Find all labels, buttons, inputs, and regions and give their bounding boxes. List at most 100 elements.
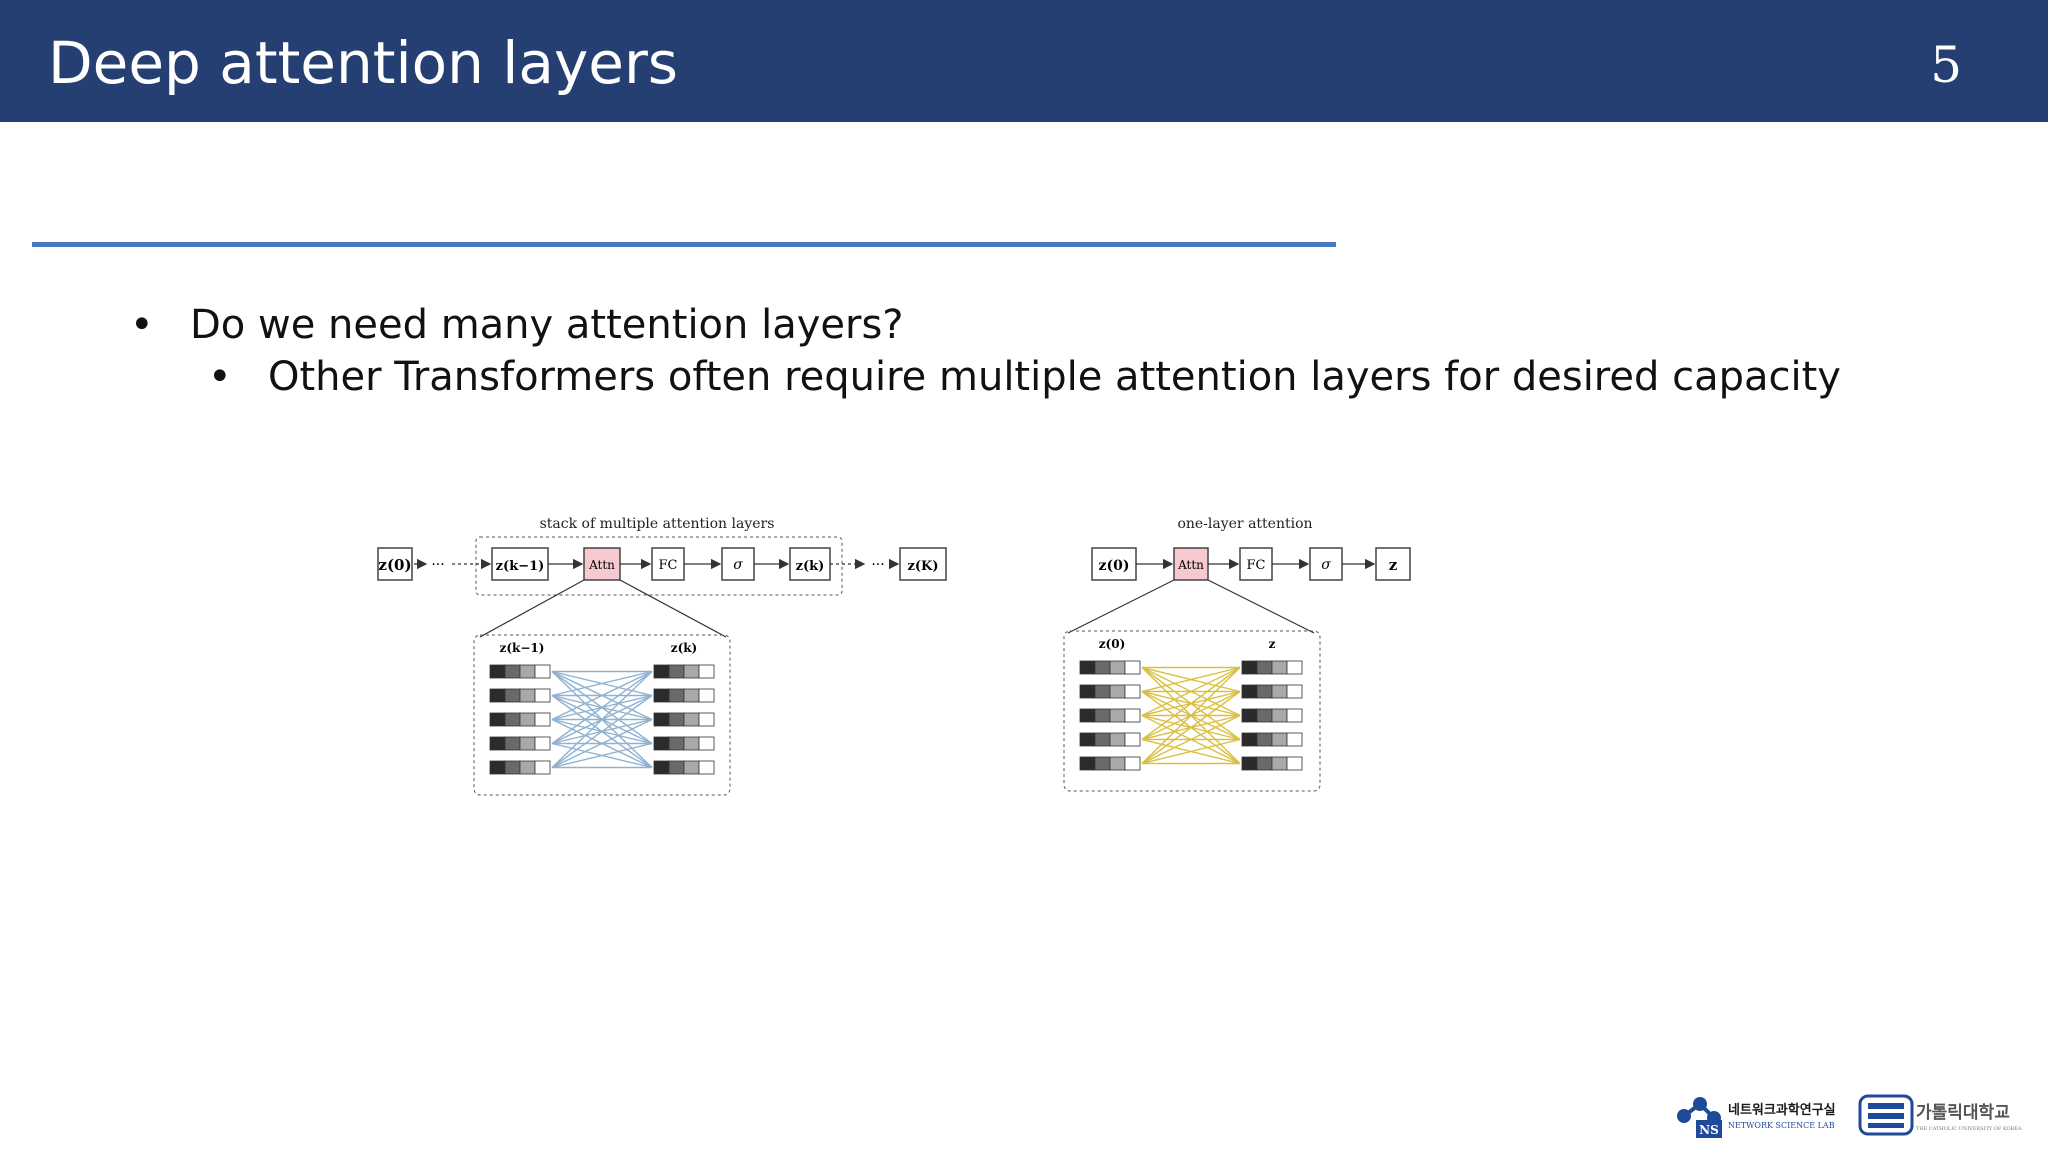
token-cell: [519, 736, 536, 751]
attention-link: [1141, 666, 1241, 741]
left-zoom-box: [473, 634, 731, 796]
node-sigma: [1309, 547, 1343, 581]
token-cell: [1094, 756, 1111, 771]
token-cell: [504, 688, 521, 703]
lab-name-kr: 네트워크과학연구실: [1728, 1102, 1836, 1118]
token-cell: [489, 760, 506, 775]
right-input-tokens: [1079, 660, 1141, 771]
node-sigma-label: σ: [733, 557, 743, 573]
attention-link: [1141, 666, 1241, 693]
token-cell: [653, 712, 670, 727]
node-attn: [583, 547, 621, 581]
bullet-dot: •: [208, 354, 232, 400]
token-cell: [1079, 756, 1096, 771]
attention-diagram: stack of multiple attention layers z(0) …: [377, 516, 1411, 796]
token-cell: [698, 760, 715, 775]
left-output-tokens: [653, 664, 715, 775]
token-cell: [489, 688, 506, 703]
token-cell: [1241, 756, 1258, 771]
token-cell: [1094, 684, 1111, 699]
token-cell: [668, 760, 685, 775]
token-cell: [683, 736, 700, 751]
token-cell: [1079, 732, 1096, 747]
page-number: 5: [1930, 36, 1962, 94]
token-cell: [668, 688, 685, 703]
token-cell: [1124, 660, 1141, 675]
lab-name-en: NETWORK SCIENCE LAB: [1728, 1121, 1835, 1130]
bullet-dot: •: [130, 302, 154, 348]
token-cell: [653, 760, 670, 775]
node-z0: [1091, 547, 1137, 581]
node-zK-label: z(K): [908, 559, 939, 574]
node-zk-1-label: z(k−1): [496, 559, 545, 574]
attention-link: [551, 718, 653, 769]
token-cell: [1124, 708, 1141, 723]
left-input-tokens: [489, 664, 551, 775]
token-cell: [1286, 660, 1303, 675]
ellipsis: ···: [431, 557, 444, 573]
attention-link: [551, 694, 653, 769]
token-cell: [504, 712, 521, 727]
token-cell: [653, 664, 670, 679]
token-cell: [489, 736, 506, 751]
token-cell: [698, 712, 715, 727]
token-cell: [1241, 732, 1258, 747]
token-cell: [698, 664, 715, 679]
attention-link: [551, 670, 653, 745]
token-cell: [1241, 660, 1258, 675]
token-cell: [534, 664, 551, 679]
token-cell: [504, 736, 521, 751]
token-cell: [504, 760, 521, 775]
node-z0-label: z(0): [1099, 558, 1130, 574]
attention-link: [1141, 738, 1241, 765]
node-attn-label: Attn: [588, 558, 615, 572]
attention-link: [1141, 666, 1241, 765]
token-cell: [519, 688, 536, 703]
token-cell: [1271, 732, 1288, 747]
node-z0-label: z(0): [378, 556, 411, 574]
token-cell: [1109, 732, 1126, 747]
node-sigma: [721, 547, 755, 581]
token-cell: [1271, 708, 1288, 723]
token-cell: [1241, 684, 1258, 699]
token-cell: [1286, 756, 1303, 771]
node-z0: [377, 547, 413, 581]
token-cell: [1109, 708, 1126, 723]
token-cell: [1286, 708, 1303, 723]
bullet-level-1: • Do we need many attention layers?: [130, 302, 904, 348]
right-caption: one-layer attention: [1177, 516, 1312, 532]
attention-link: [1141, 666, 1241, 717]
token-cell: [683, 760, 700, 775]
token-cell: [534, 712, 551, 727]
title-underline: [32, 242, 1336, 247]
node-z-label: z: [1389, 556, 1398, 574]
attention-link: [551, 670, 653, 721]
token-cell: [534, 736, 551, 751]
right-in-label: z(0): [1099, 637, 1126, 651]
node-fc-label: FC: [1247, 558, 1266, 573]
left-out-label: z(k): [671, 641, 697, 655]
token-cell: [683, 712, 700, 727]
token-cell: [519, 664, 536, 679]
slide-title: Deep attention layers: [48, 29, 679, 97]
token-cell: [698, 736, 715, 751]
token-cell: [504, 664, 521, 679]
token-cell: [1109, 684, 1126, 699]
node-zk: [789, 547, 831, 581]
right-output-tokens: [1241, 660, 1303, 771]
token-cell: [683, 664, 700, 679]
token-cell: [489, 664, 506, 679]
lab-mark: NS: [1699, 1123, 1719, 1137]
token-cell: [1079, 660, 1096, 675]
right-panel: one-layer attention z(0) Attn FC σ z z(0…: [1063, 516, 1411, 792]
bullet-text: Do we need many attention layers?: [190, 302, 904, 348]
node-zk-1: [491, 547, 549, 581]
token-cell: [668, 712, 685, 727]
token-cell: [668, 664, 685, 679]
token-cell: [1124, 684, 1141, 699]
token-cell: [1286, 732, 1303, 747]
title-bar: Deep attention layers 5: [0, 0, 2048, 122]
token-cell: [1256, 684, 1273, 699]
node-sigma-label: σ: [1321, 557, 1331, 573]
attention-link: [1141, 690, 1241, 765]
